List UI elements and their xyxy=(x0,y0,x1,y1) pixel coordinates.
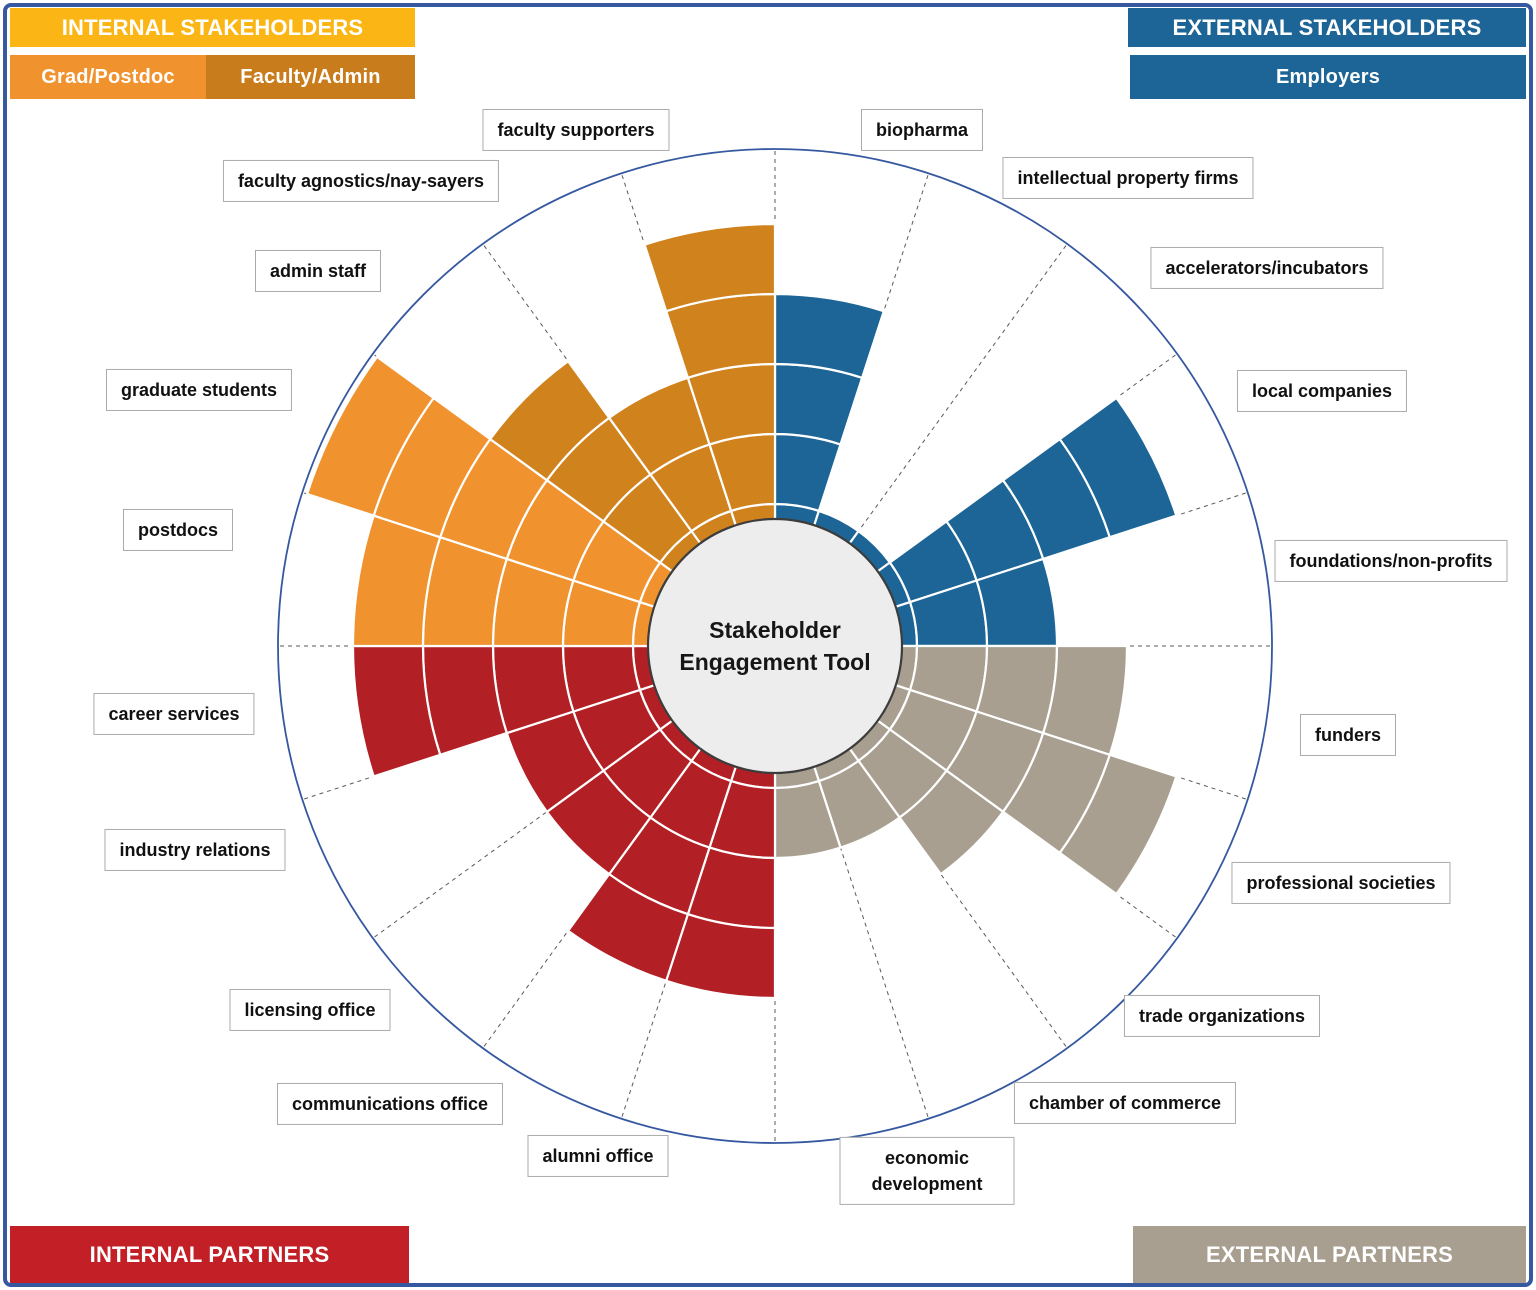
wedge-cell-graduate-students xyxy=(305,355,436,517)
sector-boundary-line xyxy=(815,770,930,1119)
wedge-label-intellectual-property-firms: intellectual property firms xyxy=(1002,156,1254,200)
wedge-label-trade-organizations: trade organizations xyxy=(1123,994,1321,1038)
center-hub-title-line2: Engagement Tool xyxy=(679,649,871,675)
wedge-label-graduate-students: graduate students xyxy=(105,368,293,412)
sector-boundary-line xyxy=(302,686,651,801)
sector-boundary-line xyxy=(815,173,930,522)
outer-scale-circle xyxy=(277,148,1273,1144)
wedge-cell-professional-societies xyxy=(1058,753,1178,896)
sector-boundary-line xyxy=(372,722,670,939)
sector-boundary-line xyxy=(620,173,735,522)
wedge-label-economic-development: economic development xyxy=(839,1136,1015,1206)
center-hub-title: Stakeholder Engagement Tool xyxy=(660,614,890,678)
sector-boundary-line xyxy=(899,686,1248,801)
sector-boundary-line xyxy=(482,243,699,541)
wedge-cell-admin-staff xyxy=(488,359,611,482)
sector-boundary-line xyxy=(851,751,1068,1049)
wedge-cell-faculty-supporters xyxy=(643,222,777,313)
wedge-label-licensing-office: licensing office xyxy=(229,988,391,1032)
wedge-label-foundations-non-profits: foundations/non-profits xyxy=(1274,539,1508,583)
legend-grad-postdoc: Grad/Postdoc xyxy=(10,55,206,99)
wedge-label-faculty-supporters: faculty supporters xyxy=(482,108,670,152)
legend-faculty-admin: Faculty/Admin xyxy=(206,55,415,99)
wedge-label-biopharma: biopharma xyxy=(860,108,984,152)
center-hub-circle xyxy=(646,517,904,775)
legend-internal-stakeholders-header: INTERNAL STAKEHOLDERS xyxy=(10,8,415,47)
wedge-cell-trade-organizations xyxy=(898,769,1005,876)
legend-external-partners-header: EXTERNAL PARTNERS xyxy=(1133,1226,1526,1283)
sector-boundary-line xyxy=(899,491,1248,606)
wedge-label-accelerators-incubators: accelerators/incubators xyxy=(1150,246,1384,290)
wedge-cell-biopharma xyxy=(773,432,842,513)
wedge-cell-communications-office xyxy=(566,872,690,983)
center-hub-title-line1: Stakeholder xyxy=(709,616,841,643)
sector-boundary-line xyxy=(880,353,1178,570)
wedge-label-local-companies: local companies xyxy=(1236,369,1408,413)
wedge-label-funders: funders xyxy=(1299,713,1397,757)
sector-boundary-line xyxy=(851,243,1068,541)
legend-internal-partners-header: INTERNAL PARTNERS xyxy=(10,1226,409,1283)
sector-boundary-line xyxy=(482,751,699,1049)
wedge-label-industry-relations: industry relations xyxy=(104,828,286,872)
wedge-label-professional-societies: professional societies xyxy=(1231,861,1451,905)
wedge-cell-biopharma xyxy=(773,362,864,446)
wedge-label-postdocs: postdocs xyxy=(122,508,234,552)
wedge-label-career-services: career services xyxy=(93,692,255,736)
wedge-label-chamber-of-commerce: chamber of commerce xyxy=(1013,1081,1237,1125)
legend-external-stakeholders-header: EXTERNAL STAKEHOLDERS xyxy=(1128,8,1526,47)
wedge-label-alumni-office: alumni office xyxy=(527,1134,669,1178)
legend-employers: Employers xyxy=(1130,55,1526,99)
wedge-cell-local-companies xyxy=(1058,396,1178,539)
sector-boundary-line xyxy=(880,722,1178,939)
wedge-label-communications-office: communications office xyxy=(276,1082,504,1126)
wedge-label-faculty-agnostics-nay-sayers: faculty agnostics/nay-sayers xyxy=(222,159,500,203)
wedge-cell-biopharma xyxy=(773,292,886,380)
wedge-label-admin-staff: admin staff xyxy=(254,249,382,293)
sector-boundary-line xyxy=(620,770,735,1119)
